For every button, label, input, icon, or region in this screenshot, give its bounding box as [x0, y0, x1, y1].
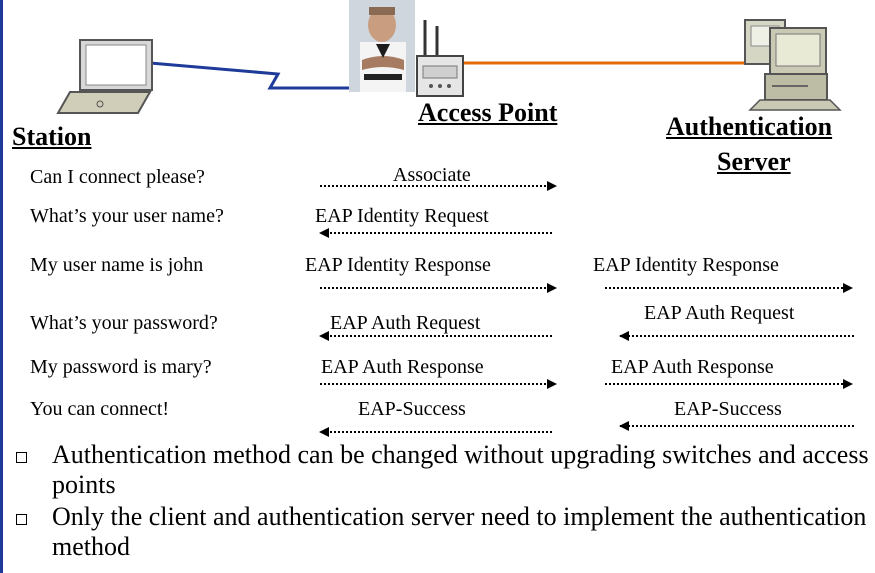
left-margin-rule [0, 0, 3, 573]
bullet-list: Authentication method can be changed wit… [14, 440, 869, 564]
dialog-line: What’s your user name? [30, 205, 224, 227]
network-diagram [56, 0, 854, 437]
bullet-item: Only the client and authentication serve… [14, 502, 869, 562]
server-message-label: EAP-Success [674, 398, 782, 420]
ap-message-label: Associate [393, 164, 471, 186]
bullet-text: Authentication method can be changed wit… [52, 440, 869, 499]
station-link [149, 61, 365, 90]
server-link [435, 61, 752, 86]
station-heading: Station [12, 122, 92, 151]
laptop-icon [56, 39, 153, 114]
ap-message-label: EAP-Success [358, 398, 466, 420]
bullet-item: Authentication method can be changed wit… [14, 440, 869, 500]
ap-message-label: EAP Auth Request [330, 312, 481, 334]
dialog-line: My password is mary? [30, 356, 212, 378]
security-guard-image [349, 0, 415, 92]
dialog-line: Can I connect please? [30, 166, 205, 188]
dialog-line: What’s your password? [30, 312, 218, 334]
ap-server-arrows [605, 283, 854, 431]
server-message-label: EAP Auth Response [611, 356, 774, 378]
ap-message-label: EAP Identity Request [315, 205, 489, 227]
server-message-label: EAP Auth Request [644, 302, 795, 324]
auth-server-heading-line2: Server [717, 147, 791, 176]
access-point-icon [416, 20, 464, 97]
auth-server-heading-line1: Authentication [666, 112, 833, 141]
station-ap-arrows [319, 181, 557, 437]
server-computer-icon [744, 19, 842, 111]
dialog-line: My user name is john [30, 254, 204, 276]
bullet-text: Only the client and authentication serve… [52, 502, 867, 561]
checkbox-bullet-icon [16, 452, 27, 463]
ap-message-label: EAP Auth Response [321, 356, 484, 378]
access-point-heading: Access Point [418, 98, 558, 127]
server-message-label: EAP Identity Response [593, 254, 779, 276]
ap-message-label: EAP Identity Response [305, 254, 491, 276]
dialog-line: You can connect! [30, 398, 170, 420]
checkbox-bullet-icon [16, 514, 27, 525]
